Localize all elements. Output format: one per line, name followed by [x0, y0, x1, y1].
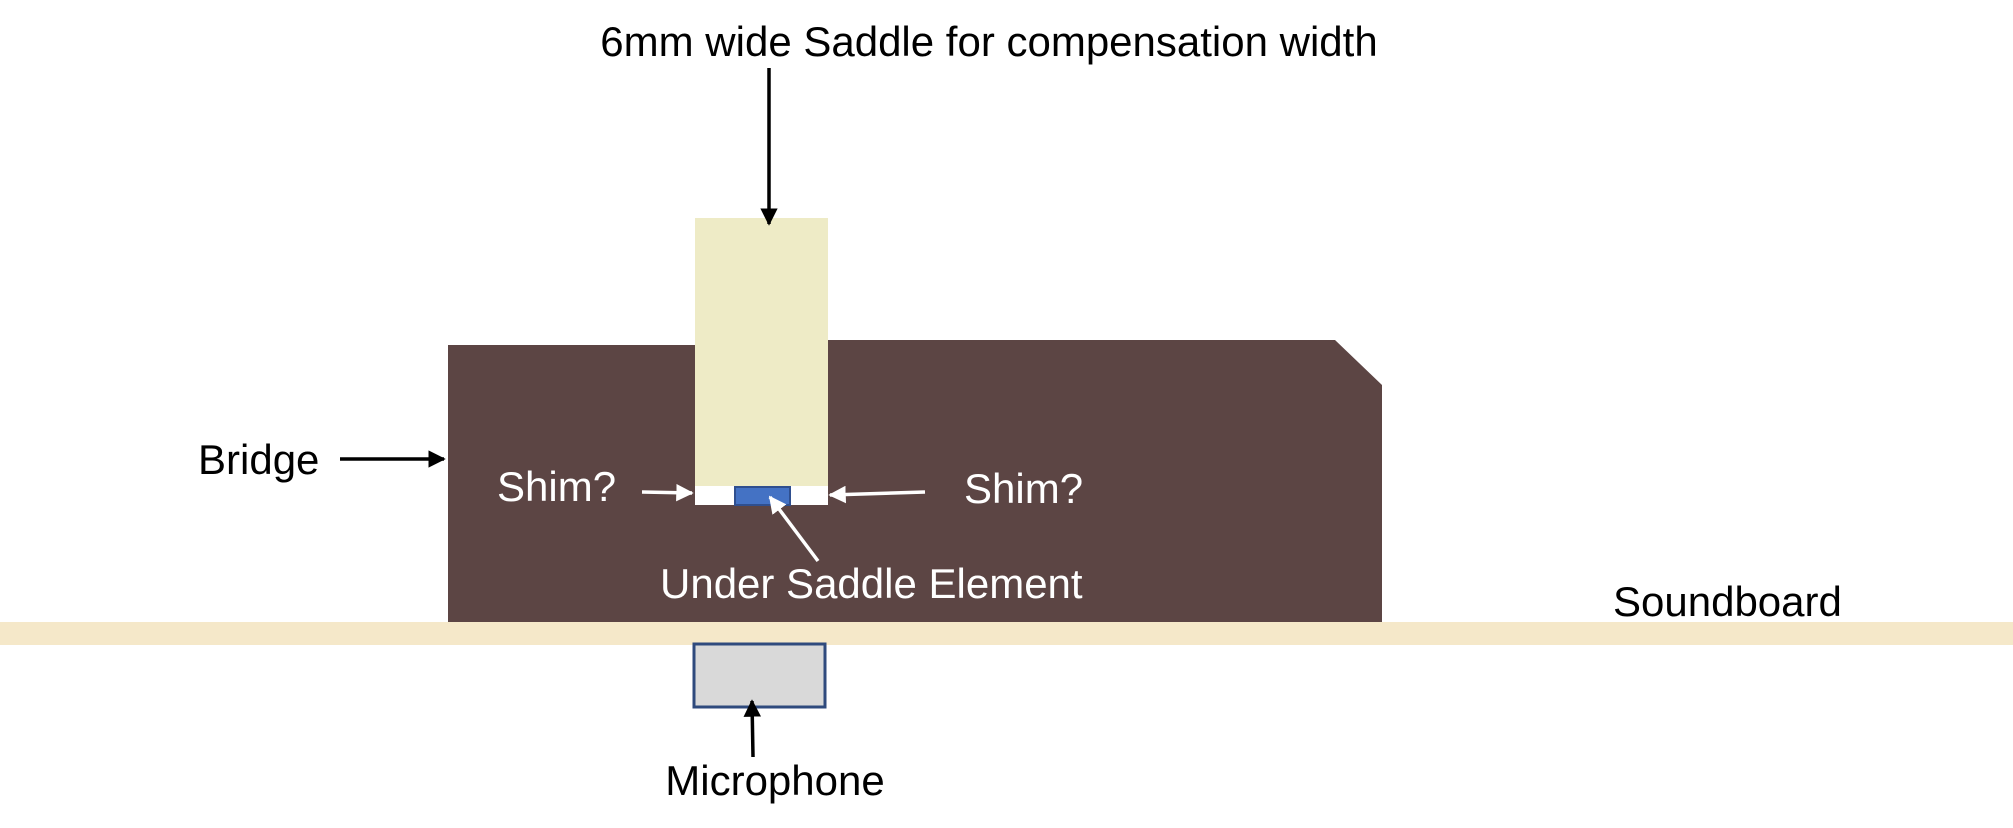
under-saddle-element-arrow — [768, 495, 820, 563]
shim-left-arrow — [641, 483, 694, 502]
microphone-arrow — [743, 699, 762, 758]
shim-left — [695, 486, 735, 505]
shim-right-label: Shim? — [964, 465, 1083, 512]
saddle-label: 6mm wide Saddle for compensation width — [600, 18, 1377, 65]
microphone — [692, 642, 827, 709]
bridge-label: Bridge — [198, 436, 319, 483]
soundboard-label: Soundboard — [1613, 578, 1842, 625]
shim-right-arrow — [828, 485, 926, 504]
under-saddle-element — [734, 486, 791, 506]
shim-right — [790, 486, 828, 505]
bridge — [448, 340, 1382, 622]
microphone-label: Microphone — [665, 757, 884, 804]
shim-left-label: Shim? — [497, 463, 616, 510]
saddle — [695, 218, 828, 486]
under-saddle-element-label: Under Saddle Element — [660, 560, 1083, 607]
soundboard — [0, 622, 2013, 645]
